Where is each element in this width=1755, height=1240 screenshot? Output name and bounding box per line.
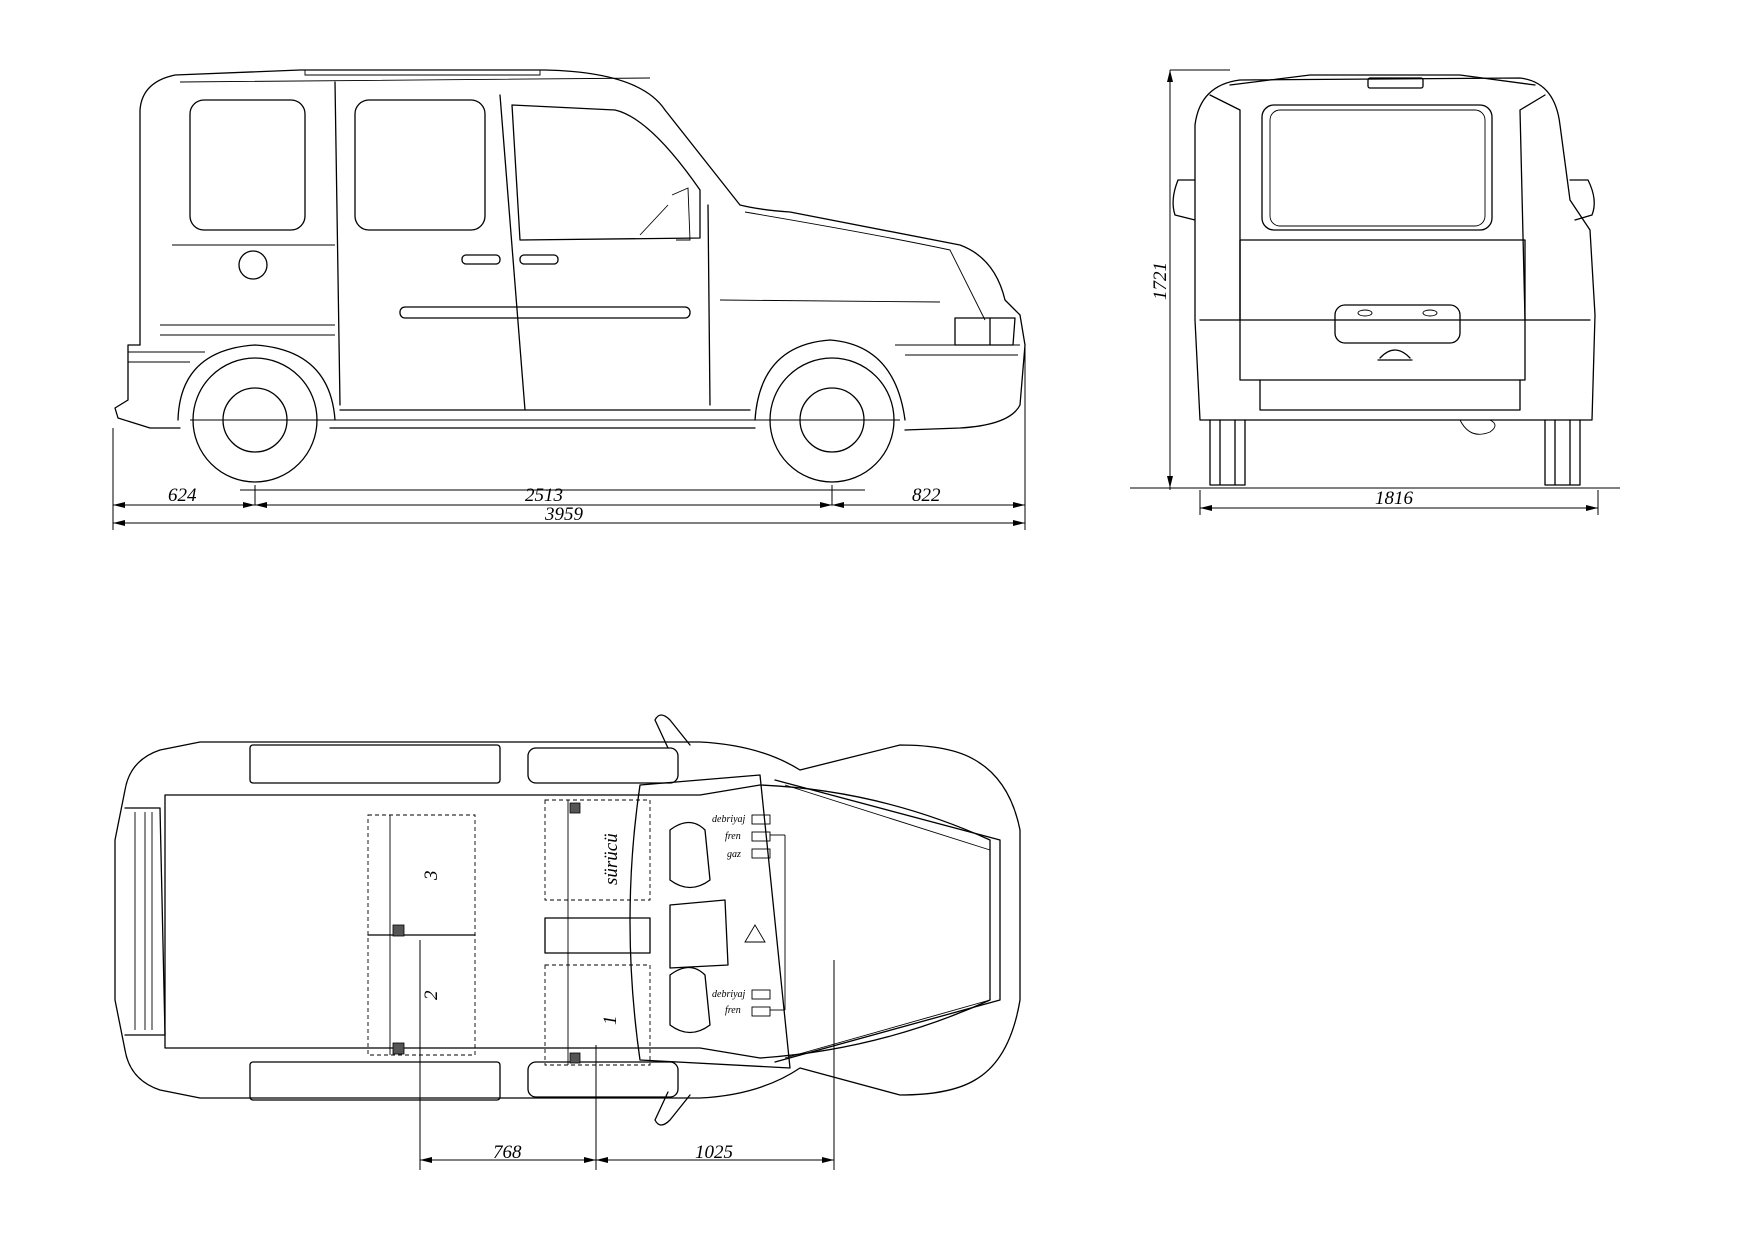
top-hood-diagonal — [784, 784, 991, 1059]
rear-handle-right — [1422, 309, 1438, 317]
top-console — [669, 899, 729, 969]
top-body-outline — [114, 741, 1021, 1099]
pedal-label-brake: fren — [725, 831, 741, 842]
dim-wheelbase: 2513 — [525, 485, 563, 506]
top-front-seat-left — [669, 821, 711, 889]
rear-view: 1721 1816 — [1130, 69, 1620, 515]
pedal-label-clutch-passenger: debriyaj — [712, 989, 746, 1000]
rear-brake-light — [1367, 77, 1424, 89]
side-door-handle-1 — [461, 254, 501, 265]
pedal-label-clutch: debriyaj — [712, 814, 746, 825]
side-bumper-front — [895, 344, 1020, 356]
top-hood — [774, 779, 1001, 1063]
side-c-pillar — [499, 94, 526, 411]
top-windshield — [629, 774, 791, 1069]
dim-height: 1721 — [1150, 262, 1171, 300]
rear-window-inner — [1269, 109, 1486, 227]
rear-mirror-left — [1172, 179, 1196, 221]
rear-plate-recess — [1334, 304, 1461, 344]
top-rear-glass — [124, 807, 166, 1036]
side-body-crease — [160, 244, 941, 336]
top-window-right-front — [527, 1061, 679, 1098]
top-dimensions — [419, 940, 835, 1170]
side-front-wheel — [754, 339, 906, 483]
side-body-outline — [139, 69, 1026, 431]
rear-window — [1261, 104, 1493, 231]
top-view: sürücü 1 2 3 debriyaj fren gaz debriyaj … — [114, 714, 1021, 1170]
dim-front-overhang: 624 — [168, 485, 197, 506]
rear-emblem — [1377, 349, 1413, 361]
dim-rear-overhang: 822 — [912, 485, 941, 506]
top-pedals — [751, 814, 786, 1017]
seat-anchor-1 — [569, 802, 581, 814]
top-steering — [744, 924, 766, 943]
side-roof-rail — [179, 70, 651, 83]
rear-bumper — [1199, 319, 1591, 411]
side-rear-lower — [114, 344, 181, 429]
rear-pillars — [1209, 94, 1546, 321]
dim-width: 1816 — [1375, 488, 1414, 509]
rear-mirror-right — [1569, 179, 1595, 221]
seat-1-block — [544, 964, 651, 1066]
seat-label-1: 1 — [600, 1016, 621, 1026]
seat-anchor-2 — [569, 1052, 581, 1064]
dim-overall-length: 3959 — [544, 504, 584, 525]
top-mirror-left — [654, 714, 691, 749]
seat-aisle — [544, 917, 651, 954]
side-rear-wheel — [177, 344, 336, 483]
seat-label-3: 3 — [421, 871, 442, 882]
side-dimensions — [112, 345, 1026, 530]
rear-exhaust — [1459, 419, 1496, 435]
rear-wheel-right — [1544, 419, 1581, 486]
top-mirror-right — [654, 1091, 691, 1126]
side-sill — [329, 409, 756, 429]
pedal-label-brake-passenger: fren — [725, 1005, 741, 1016]
top-window-left-front — [527, 747, 679, 784]
side-steering — [639, 204, 669, 236]
top-rear-lines — [134, 812, 153, 1030]
rear-handle-left — [1357, 309, 1373, 317]
side-a-pillar-line — [707, 204, 711, 406]
top-roof — [164, 784, 991, 1059]
side-b-pillar — [334, 81, 341, 406]
seat-anchor-3 — [392, 924, 405, 937]
side-hood — [744, 211, 986, 321]
side-headlight — [954, 317, 1016, 346]
top-front-seat-right — [669, 966, 711, 1034]
rear-dimensions — [1167, 69, 1599, 515]
seat-driver-block — [544, 799, 651, 901]
side-mirror — [671, 187, 691, 241]
seat-anchor-4 — [392, 1042, 405, 1055]
rear-tailgate — [1239, 239, 1526, 381]
pedal-label-gas: gaz — [727, 849, 741, 860]
side-fuel-cap — [238, 250, 268, 280]
rear-wheel-left — [1209, 419, 1246, 486]
side-front-window — [511, 104, 701, 241]
dim-seat-front: 1025 — [695, 1142, 733, 1163]
dim-seat-rear: 768 — [493, 1142, 522, 1163]
seat-label-2: 2 — [421, 990, 442, 1000]
side-trim-strip — [399, 306, 691, 319]
top-window-left-rear — [249, 744, 501, 784]
seat-label-driver: sürücü — [601, 833, 622, 885]
side-middle-window — [354, 99, 486, 231]
side-door-handle-2 — [519, 254, 559, 265]
top-window-right-rear — [249, 1061, 501, 1101]
rear-body-upper — [1229, 74, 1536, 86]
rear-body-outline — [1194, 77, 1596, 421]
side-bumper-rear — [128, 351, 205, 363]
side-view: 624 2513 822 3959 — [112, 69, 1026, 530]
side-rear-window — [189, 99, 306, 231]
